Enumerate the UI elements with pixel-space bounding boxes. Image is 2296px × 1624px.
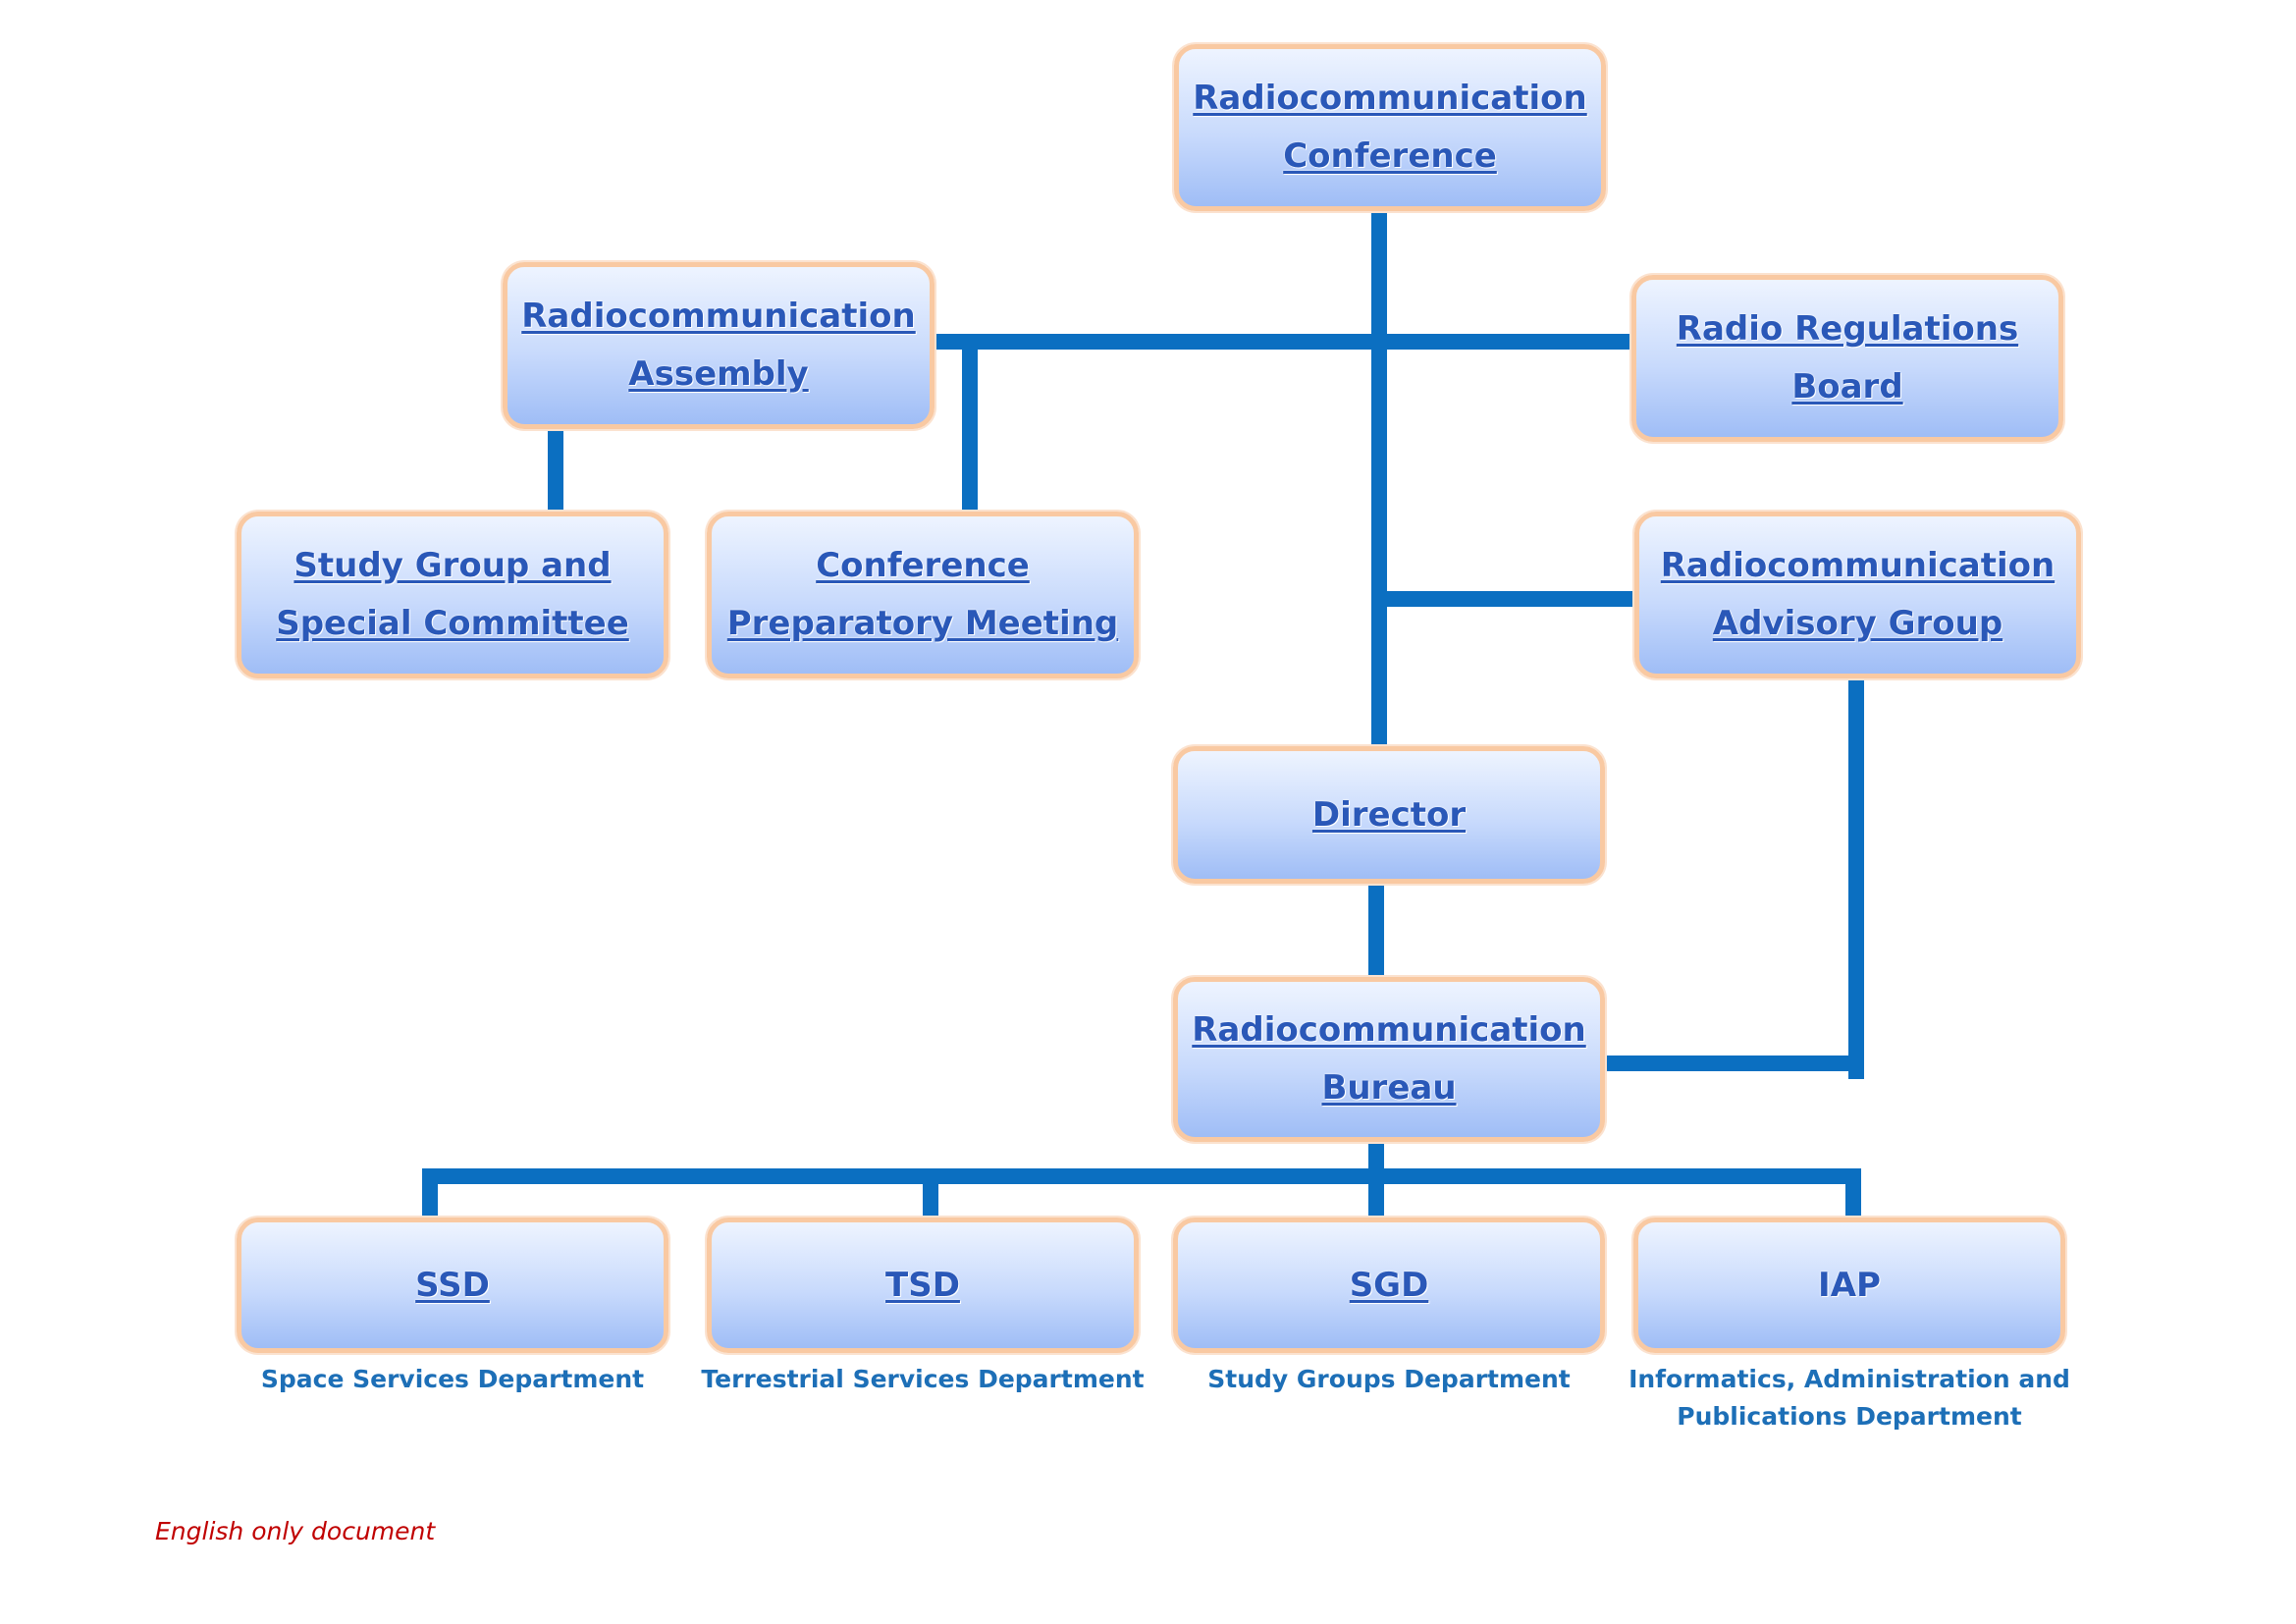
box-label-line: Radiocommunication <box>1193 79 1587 118</box>
radiocommunication-conference-box[interactable]: Radiocommunication Conference <box>1174 44 1606 211</box>
ssd-caption: Space Services Department <box>237 1361 668 1398</box>
box-label-line: IAP <box>1818 1265 1881 1305</box>
box-label-line: Director <box>1311 794 1467 835</box>
connector-assembly-cpm <box>962 342 978 514</box>
radiocommunication-advisory-group-box[interactable]: Radiocommunication Advisory Group <box>1634 512 2081 678</box>
connector-bureau-rag <box>1598 1056 1864 1071</box>
caption-line: Study Groups Department <box>1207 1365 1571 1393</box>
ssd-box[interactable]: SSD <box>237 1218 668 1353</box>
connector-conference-trunk <box>1371 206 1387 748</box>
connector-bureau-down <box>1368 1137 1384 1178</box>
director-box[interactable]: Director <box>1173 746 1605 884</box>
iap-box[interactable]: IAP <box>1633 1218 2065 1353</box>
box-label-line: Assembly <box>628 354 809 394</box>
connector-departments-bus <box>422 1168 1861 1184</box>
sgd-box[interactable]: SGD <box>1173 1218 1605 1353</box>
box-label-line: Bureau <box>1321 1068 1457 1108</box>
connector-tsd <box>923 1176 938 1218</box>
caption-line: Publications Department <box>1677 1402 2022 1431</box>
study-group-special-committee-box[interactable]: Study Group and Special Committee <box>237 512 668 678</box>
iap-caption: Informatics, Administration and Publicat… <box>1604 1361 2095 1435</box>
connector-assembly-studygroup <box>548 422 563 514</box>
box-label-line: Radio Regulations <box>1676 309 2019 349</box>
box-label-line: Special Committee <box>276 604 629 643</box>
connector-sgd <box>1368 1176 1384 1218</box>
box-label-line: Board <box>1791 367 1903 406</box>
connector-director-bureau <box>1368 880 1384 978</box>
tsd-box[interactable]: TSD <box>707 1218 1139 1353</box>
box-label-line: Radiocommunication <box>1660 546 2056 585</box>
radiocommunication-bureau-box[interactable]: Radiocommunication Bureau <box>1173 977 1605 1142</box>
connector-rag-down <box>1848 673 1864 1079</box>
caption-line: Terrestrial Services Department <box>701 1365 1145 1393</box>
footer-note: English only document <box>155 1517 436 1545</box>
box-label-line: Conference <box>816 546 1030 585</box>
radio-regulations-board-box[interactable]: Radio Regulations Board <box>1631 275 2063 442</box>
box-label-line: Radiocommunication <box>521 297 916 336</box>
radiocommunication-assembly-box[interactable]: Radiocommunication Assembly <box>503 262 934 429</box>
box-label-line: Preparatory Meeting <box>726 604 1119 643</box>
box-label-line: Study Group and <box>294 546 612 585</box>
box-label-line: TSD <box>885 1265 960 1305</box>
box-label-line: Advisory Group <box>1712 604 2003 643</box>
box-label-line: SGD <box>1349 1265 1429 1305</box>
caption-line: Space Services Department <box>260 1365 645 1393</box>
connector-iap <box>1845 1168 1861 1218</box>
connector-trunk-rag <box>1379 591 1636 607</box>
box-label-line: Conference <box>1283 136 1497 176</box>
sgd-caption: Study Groups Department <box>1173 1361 1605 1398</box>
conference-preparatory-meeting-box[interactable]: Conference Preparatory Meeting <box>707 512 1139 678</box>
box-label-line: Radiocommunication <box>1192 1010 1586 1050</box>
tsd-caption: Terrestrial Services Department <box>687 1361 1158 1398</box>
connector-assembly-rrb <box>933 334 1631 350</box>
box-label-line: SSD <box>415 1265 490 1305</box>
caption-line: Informatics, Administration and <box>1629 1365 2070 1393</box>
connector-ssd <box>422 1168 438 1218</box>
